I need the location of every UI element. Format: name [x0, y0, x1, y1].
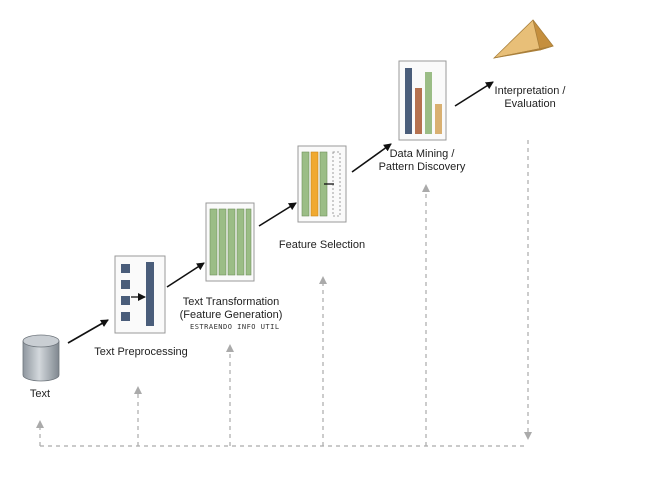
label-text-preprocessing: Text Preprocessing: [94, 346, 188, 358]
label-data-mining: Data Mining /: [389, 148, 455, 160]
transformation-icon: [205, 202, 255, 282]
preprocessing-icon: [114, 255, 166, 334]
label-evaluation: Evaluation: [504, 98, 556, 110]
arrow-preprocessing-to-transformation: [166, 262, 205, 288]
selection-icon: [297, 145, 347, 223]
label-pattern-discovery: Pattern Discovery: [378, 161, 466, 173]
arrow-mining-to-interpretation: [454, 81, 494, 107]
feedback-loop: [36, 140, 532, 447]
pyramid-icon: [492, 19, 554, 59]
label-text-transformation: Text Transformation: [182, 296, 280, 308]
label-interpretation: Interpretation /: [494, 85, 566, 97]
label-text: Text: [29, 388, 51, 400]
label-feature-generation: (Feature Generation): [179, 309, 283, 321]
arrow-selection-to-mining: [351, 143, 392, 173]
arrow-text-to-preprocessing: [67, 319, 109, 344]
handwritten-note: ESTRAENDO INFO UTIL: [190, 323, 280, 331]
arrow-transformation-to-selection: [258, 202, 297, 227]
flow-arrows: [67, 81, 494, 344]
label-feature-selection: Feature Selection: [278, 239, 366, 251]
database-cylinder-icon: [22, 334, 60, 382]
mining-bar-chart-icon: [398, 60, 447, 141]
